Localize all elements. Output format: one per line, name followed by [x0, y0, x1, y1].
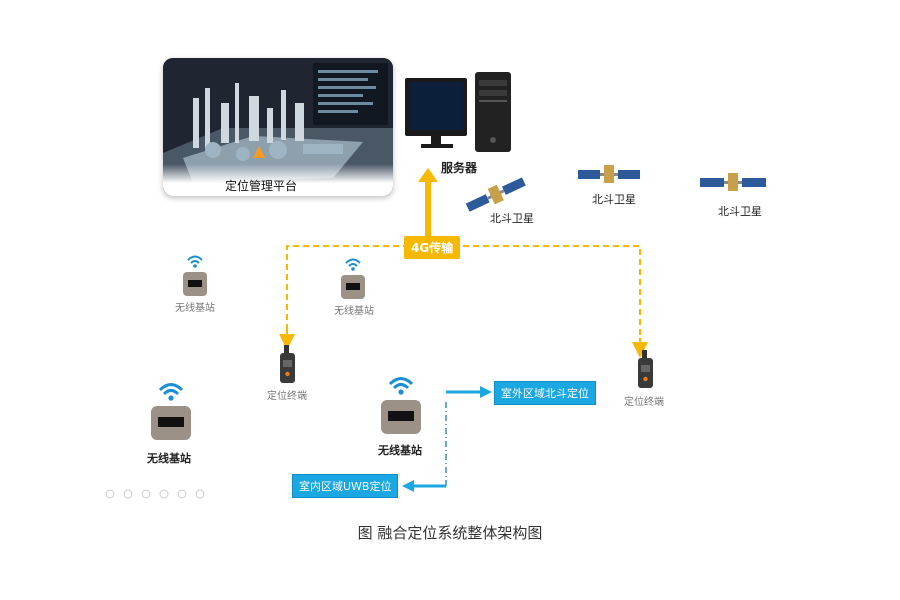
terminal-label-right: 定位终端 [624, 397, 664, 408]
4g-dashed-link [286, 245, 641, 348]
satellite-label-3: 北斗卫星 [718, 205, 762, 218]
base-station-label-2: 无线基站 [334, 306, 374, 317]
base-station-icon [151, 383, 191, 440]
positioning-terminal-icon [280, 345, 295, 383]
server-computer-icon [405, 72, 511, 152]
4g-transmission-label: 4G传输 [404, 236, 461, 259]
terminal-label-left: 定位终端 [267, 391, 307, 402]
base-station-icon [183, 255, 207, 296]
base-station-label-3: 无线基站 [147, 452, 191, 465]
satellite-icon [700, 173, 766, 191]
indoor-positioning-label: 室内区域UWB定位 [292, 474, 399, 498]
figure-caption: 图 融合定位系统整体架构图 [357, 524, 543, 542]
outdoor-positioning-label: 室外区域北斗定位 [494, 381, 596, 405]
base-station-icon [381, 377, 421, 434]
base-station-label-1: 无线基站 [175, 303, 215, 314]
base-station-label-4: 无线基站 [378, 444, 422, 457]
satellite-label-1: 北斗卫星 [490, 212, 534, 225]
satellite-icon [578, 165, 640, 183]
server-label: 服务器 [441, 161, 478, 175]
platform-screen: 定位管理平台 [163, 58, 393, 196]
positioning-terminal-icon [638, 350, 653, 388]
share-icons-row [105, 489, 205, 499]
base-station-icon [341, 258, 365, 299]
satellite-label-2: 北斗卫星 [592, 193, 636, 206]
satellite-icon [465, 177, 526, 212]
platform-label: 定位管理平台 [225, 179, 298, 193]
uplink-arrowhead [418, 168, 438, 182]
